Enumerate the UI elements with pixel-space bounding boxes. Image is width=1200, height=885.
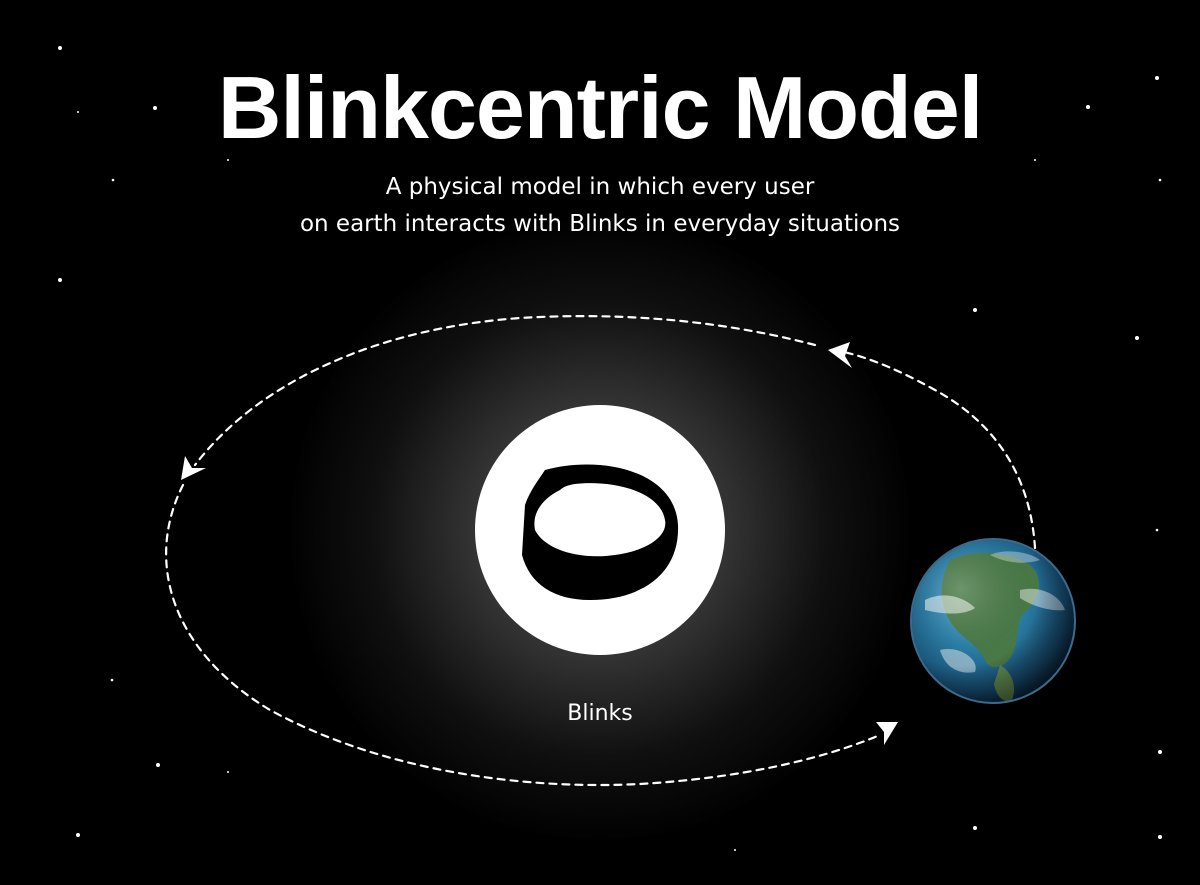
star	[153, 106, 157, 110]
star	[1155, 528, 1159, 532]
orbit-path-left	[165, 483, 882, 787]
star	[58, 278, 62, 282]
earth-globe-icon	[910, 538, 1076, 704]
star	[227, 771, 229, 773]
star	[1135, 336, 1139, 340]
blinks-logo-icon	[522, 464, 679, 600]
star	[1034, 159, 1036, 161]
blinks-node	[475, 405, 725, 655]
star	[1155, 76, 1159, 80]
star-field	[58, 46, 1162, 851]
star	[734, 849, 736, 851]
subtitle-line-1: A physical model in which every user	[385, 174, 815, 200]
star	[76, 833, 80, 837]
star	[973, 826, 977, 830]
star	[1158, 835, 1162, 839]
orbit-path-arc-top	[193, 315, 817, 467]
star	[1158, 178, 1162, 182]
page-title: Blinkcentric Model	[217, 58, 983, 157]
arrowhead-icon	[181, 456, 206, 480]
blinks-circle	[475, 405, 725, 655]
star	[227, 159, 229, 161]
star	[156, 763, 160, 767]
blinks-label: Blinks	[567, 701, 633, 726]
subtitle-line-2: on earth interacts with Blinks in everyd…	[299, 211, 901, 237]
orbit-path-top	[833, 348, 1037, 550]
star	[111, 178, 115, 182]
star	[1158, 750, 1162, 754]
star	[58, 46, 62, 50]
arrowhead-icon	[828, 342, 852, 368]
star	[973, 308, 977, 312]
arrowhead-icon	[876, 722, 898, 745]
star	[110, 678, 114, 682]
star	[77, 111, 79, 113]
star	[1086, 105, 1090, 109]
